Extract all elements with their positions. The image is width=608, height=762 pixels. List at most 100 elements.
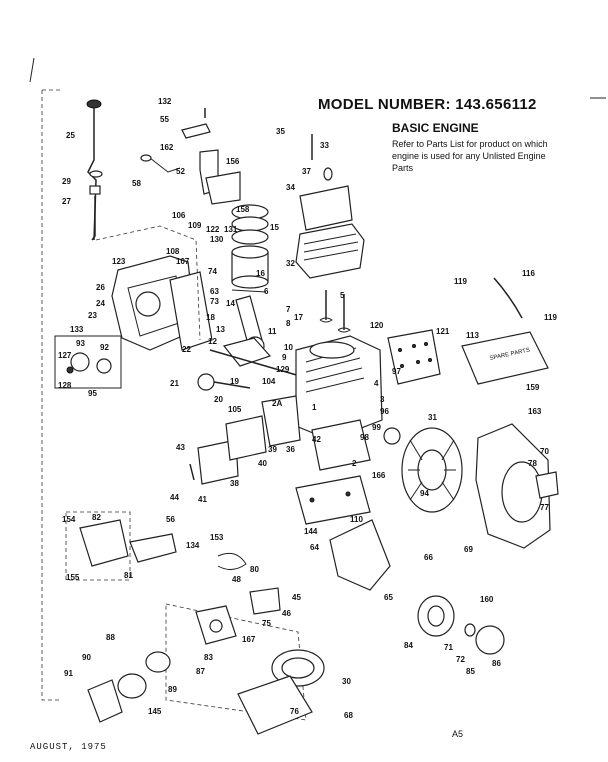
flywheel	[383, 427, 463, 513]
callout: 167	[242, 635, 256, 644]
callout: 73	[210, 297, 219, 306]
callout: 122	[206, 225, 220, 234]
callout: 77	[540, 503, 549, 512]
callout: 78	[528, 459, 537, 468]
governor-spring	[217, 552, 247, 570]
callout: 76	[290, 707, 299, 716]
callout: 33	[320, 141, 329, 150]
callout: 7	[286, 305, 291, 314]
parts-list-note: Refer to Parts List for product on which…	[392, 139, 548, 173]
starter-pulley	[417, 595, 505, 655]
callout: 14	[226, 299, 235, 308]
callout: 98	[360, 433, 369, 442]
callout: 132	[158, 97, 172, 106]
callout: 71	[444, 643, 453, 652]
callout: 26	[96, 283, 105, 292]
callout: 15	[270, 223, 279, 232]
callout: 1	[312, 403, 317, 412]
air-cleaner-parts	[87, 649, 325, 735]
page-number: A5	[452, 729, 464, 739]
callout: 10	[284, 343, 293, 352]
callout: 41	[198, 495, 207, 504]
callout: 95	[88, 389, 97, 398]
callout: 119	[544, 313, 557, 322]
callout: 94	[420, 489, 429, 498]
callout: 129	[276, 365, 290, 374]
callout: 30	[342, 677, 351, 686]
callout: 89	[168, 685, 177, 694]
callout: 65	[384, 593, 393, 602]
oil-slinger	[329, 519, 391, 591]
callout: 56	[166, 515, 175, 524]
breather-assembly	[140, 108, 241, 205]
callout: 145	[148, 707, 162, 716]
callout: 48	[232, 575, 241, 584]
callout: 85	[466, 667, 475, 676]
carburetor	[195, 587, 281, 645]
seal-inset-box	[54, 335, 122, 389]
callout: 92	[100, 343, 109, 352]
callout: 38	[230, 479, 239, 488]
callout: 128	[58, 381, 72, 390]
callout: 69	[464, 545, 473, 554]
piston-and-rings	[231, 204, 269, 293]
callout: 20	[214, 395, 223, 404]
callout: 18	[206, 313, 215, 322]
callout: 86	[492, 659, 501, 668]
callout: 11	[268, 327, 277, 336]
callout: 12	[208, 337, 217, 346]
callout: 19	[230, 377, 239, 386]
cover-dash-box	[65, 511, 131, 581]
callout: 44	[170, 493, 179, 502]
callout: 96	[380, 407, 389, 416]
callout: 29	[62, 177, 71, 186]
callout: 42	[312, 435, 321, 444]
callout: 166	[372, 471, 386, 480]
scan-mark-left	[29, 57, 35, 83]
callout: 64	[310, 543, 319, 552]
callout: 97	[392, 367, 401, 376]
callout: 40	[258, 459, 267, 468]
frame-left	[41, 90, 60, 701]
callout: 131	[224, 225, 238, 234]
callout: 105	[228, 405, 242, 414]
callout: 2	[352, 459, 357, 468]
callout: 55	[160, 115, 169, 124]
base-plate	[295, 475, 371, 525]
callout: 31	[428, 413, 437, 422]
callout: 88	[106, 633, 115, 642]
callout: 2A	[272, 399, 282, 408]
callout: 66	[424, 553, 433, 562]
callout: 107	[176, 257, 190, 266]
callout: 162	[160, 143, 174, 152]
callout: 130	[210, 235, 224, 244]
callout: 106	[172, 211, 186, 220]
callout: 68	[344, 711, 353, 720]
callout: 91	[64, 669, 73, 678]
callout: 127	[58, 351, 72, 360]
callout: 46	[282, 609, 291, 618]
crankshaft	[197, 337, 301, 391]
callout: 70	[540, 447, 549, 456]
callout: 35	[276, 127, 285, 136]
callout: 93	[76, 339, 85, 348]
callout: 99	[372, 423, 381, 432]
section-title: BASIC ENGINE	[392, 121, 479, 135]
callout: 155	[66, 573, 80, 582]
callout: 119	[454, 277, 467, 286]
callout: 16	[256, 269, 265, 278]
callout: 163	[528, 407, 542, 416]
callout: 144	[304, 527, 318, 536]
callout: 158	[236, 205, 250, 214]
blower-housing	[475, 423, 559, 549]
callout: 25	[66, 131, 75, 140]
callout: 133	[70, 325, 84, 334]
callout: 24	[96, 299, 105, 308]
callout: 82	[92, 513, 101, 522]
callout: 123	[112, 257, 126, 266]
callout: 9	[282, 353, 287, 362]
model-number-value: 143.656112	[455, 96, 537, 113]
callout: 21	[170, 379, 179, 388]
